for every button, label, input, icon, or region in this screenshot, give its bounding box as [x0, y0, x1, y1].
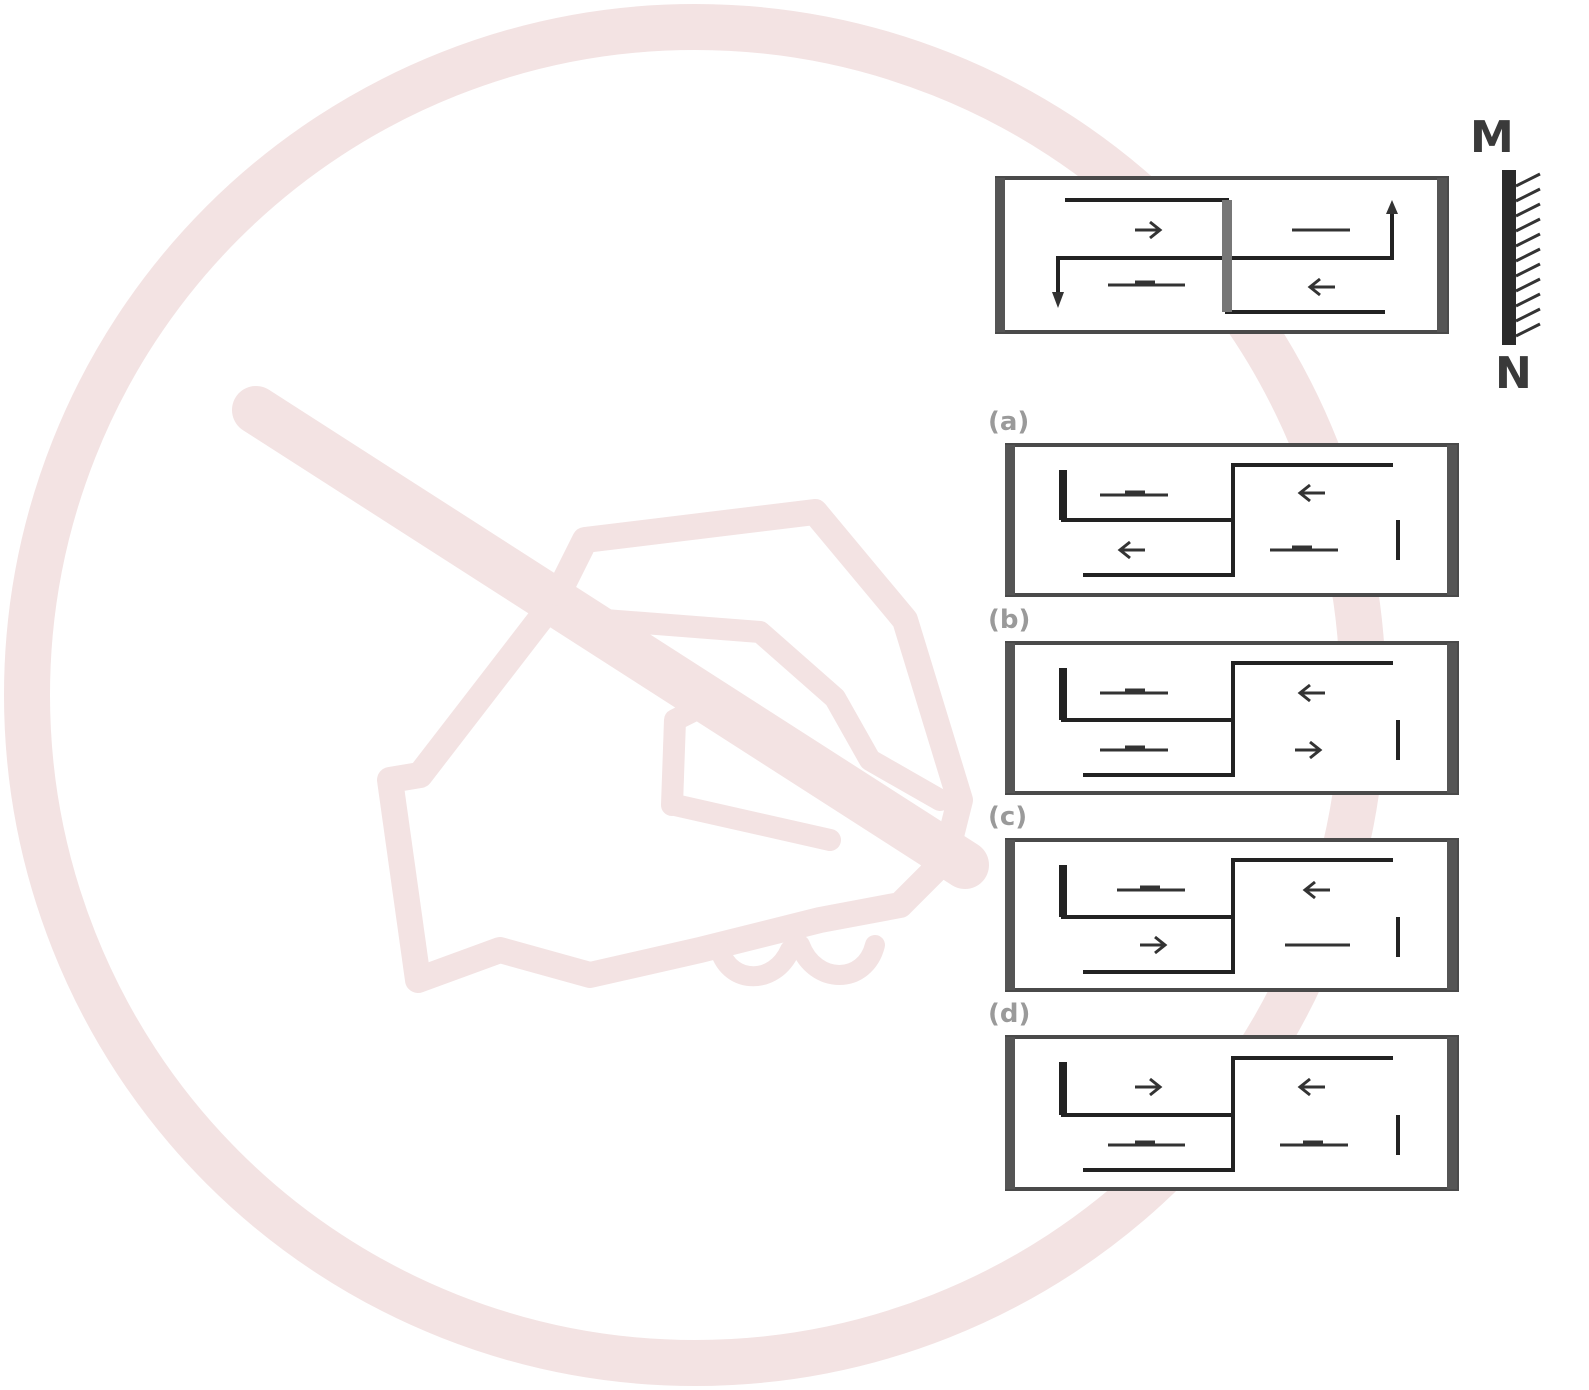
option-label-b: (b)	[988, 605, 1030, 635]
mirror-hatch-mark	[1515, 247, 1541, 263]
mirror-hatch-mark	[1515, 277, 1541, 293]
mirror-hatch-mark	[1515, 292, 1541, 308]
mirror-hatch-mark	[1515, 322, 1541, 338]
plane-mirror: M N	[1470, 112, 1541, 399]
mirror-hatch-mark	[1515, 307, 1541, 323]
option-a-figure	[1005, 443, 1459, 597]
mirror-hatch-mark	[1515, 232, 1541, 248]
mirror-label-m: M	[1470, 112, 1514, 163]
mirror-hatching	[1515, 172, 1541, 338]
object-figure	[995, 176, 1449, 334]
mirror-hatch-mark	[1515, 217, 1541, 233]
mirror-hatch-mark	[1515, 187, 1541, 203]
option-label-c: (c)	[988, 802, 1027, 832]
mirror-label-n: N	[1495, 348, 1532, 399]
option-label-d: (d)	[988, 999, 1030, 1029]
mirror-surface	[1502, 170, 1516, 345]
option-d-figure	[1005, 1035, 1459, 1191]
option-label-a: (a)	[988, 407, 1029, 437]
option-b-figure	[1005, 641, 1459, 795]
mirror-hatch-mark	[1515, 172, 1541, 188]
mirror-hatch-mark	[1515, 262, 1541, 278]
option-c-figure	[1005, 838, 1459, 992]
mirror-hatch-mark	[1515, 202, 1541, 218]
